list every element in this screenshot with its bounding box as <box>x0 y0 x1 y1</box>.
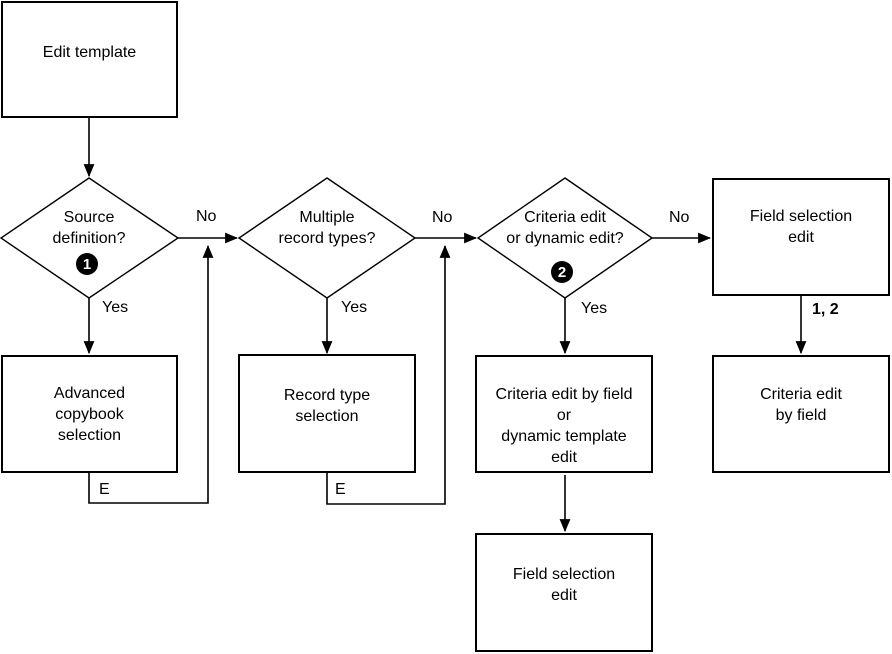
edge-label-yes-1: Yes <box>102 299 129 316</box>
edge-label-exit-2: E <box>335 481 346 498</box>
edge-exit-loop-2 <box>326 244 451 505</box>
node-field-selection-edit-top: Field selection edit <box>712 178 890 296</box>
node-edit-template: Edit template <box>1 1 178 118</box>
node-edit-template-label: Edit template <box>42 44 137 61</box>
edge-label-no-3: No <box>669 209 690 226</box>
edge-label-exit-1: E <box>99 481 110 498</box>
badge-1: 1 <box>76 253 98 275</box>
node-advanced-copybook-label: Advanced copybook selection <box>53 384 126 444</box>
diamond-criteria-or-dynamic-label: Criteria edit or dynamic edit? <box>506 209 624 247</box>
node-criteria-edit-dynamic-template: Criteria edit by field or dynamic templa… <box>475 355 653 473</box>
diamond-multiple-record-types-label: Multiple record types? <box>278 209 376 247</box>
node-field-selection-edit-bottom-label: Field selection edit <box>512 565 616 604</box>
edge-label-yes-3: Yes <box>581 300 608 317</box>
node-field-selection-edit-top-label: Field selection edit <box>749 208 853 246</box>
node-record-type-selection-label: Record type selection <box>283 386 371 425</box>
edge-label-no-2: No <box>432 209 453 226</box>
node-criteria-edit-dynamic-template-label: Criteria edit by field or dynamic templa… <box>495 386 633 466</box>
badge-2: 2 <box>551 261 573 283</box>
node-record-type-selection: Record type selection <box>238 354 416 473</box>
node-field-selection-edit-bottom: Field selection edit <box>475 533 653 652</box>
edge-label-no-1: No <box>196 208 217 225</box>
diamond-source-definition-label: Source definition? <box>52 209 126 247</box>
edge-label-yes-2: Yes <box>341 299 368 316</box>
node-criteria-edit-by-field: Criteria edit by field <box>712 355 890 473</box>
edge-label-one-two: 1, 2 <box>812 301 839 318</box>
node-advanced-copybook: Advanced copybook selection <box>1 355 178 473</box>
node-criteria-edit-by-field-label: Criteria edit by field <box>760 386 842 424</box>
edge-exit-loop-1 <box>88 244 214 504</box>
